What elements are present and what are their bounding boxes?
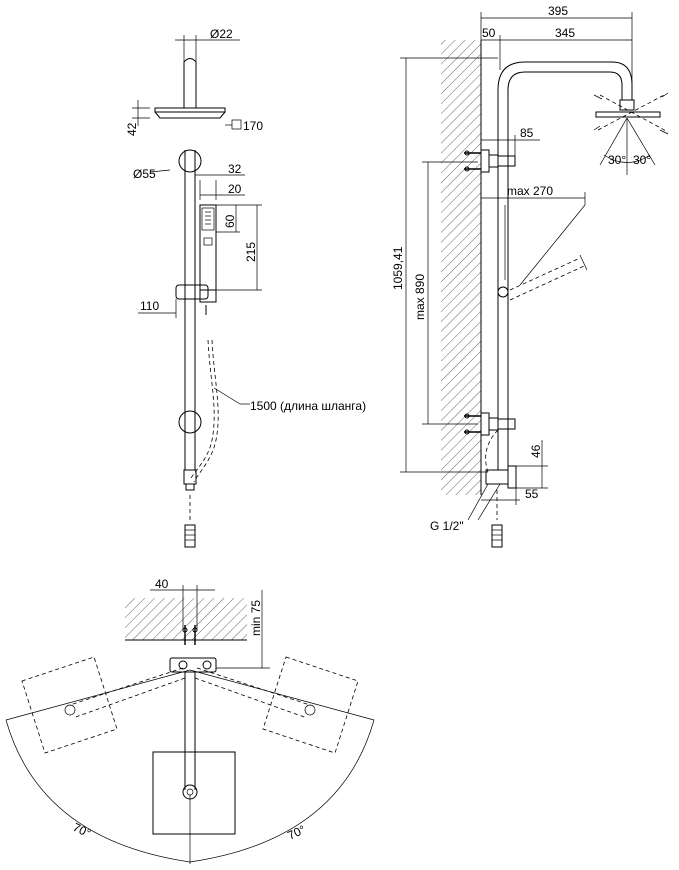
dim-handshower-width: 20 <box>228 182 242 196</box>
dim-handshower-reach: max 270 <box>507 184 553 198</box>
dim-pipe-diameter: Ø22 <box>210 27 233 41</box>
dim-overall-reach: 395 <box>548 4 568 18</box>
angle-right-top: 70° <box>285 822 308 842</box>
dim-wall-offset: 50 <box>482 26 496 40</box>
side-view: 395 50 345 30° 30° 1059,41 <box>391 4 669 548</box>
hose-length-label: 1500 (длина шланга) <box>250 399 366 413</box>
dim-bracket-depth: 85 <box>520 126 534 140</box>
front-view: Ø22 42 170 Ø55 32 20 <box>125 27 366 548</box>
angle-right-side: 30° <box>633 153 651 167</box>
dim-min-wall-offset: min 75 <box>249 600 263 636</box>
dim-bracket-width: 40 <box>155 577 169 591</box>
dim-adjustable-height: max 890 <box>413 274 427 320</box>
dim-outlet-depth: 55 <box>525 487 539 501</box>
angle-left-top: 70° <box>71 820 94 840</box>
dim-handshower-length: 215 <box>244 242 258 262</box>
wall-side <box>441 40 481 495</box>
dim-head-height: 42 <box>125 122 139 136</box>
dim-head-size: 170 <box>243 119 263 133</box>
top-view: 40 min 75 70° 70° <box>5 577 375 864</box>
dim-handshower-nozzle: 60 <box>223 214 237 228</box>
angle-left-side: 30° <box>608 153 626 167</box>
dim-holder-offset: 110 <box>140 299 159 313</box>
dim-arm-reach: 345 <box>555 26 575 40</box>
dim-bracket-diameter: Ø55 <box>133 167 156 181</box>
wall-top <box>125 598 247 640</box>
dim-overall-height: 1059,41 <box>391 246 405 290</box>
dim-outlet-height: 46 <box>529 444 543 458</box>
thread-label: G 1/2" <box>430 519 464 533</box>
dim-handshower-offset: 32 <box>228 162 242 176</box>
nozzle-dots <box>205 211 211 225</box>
